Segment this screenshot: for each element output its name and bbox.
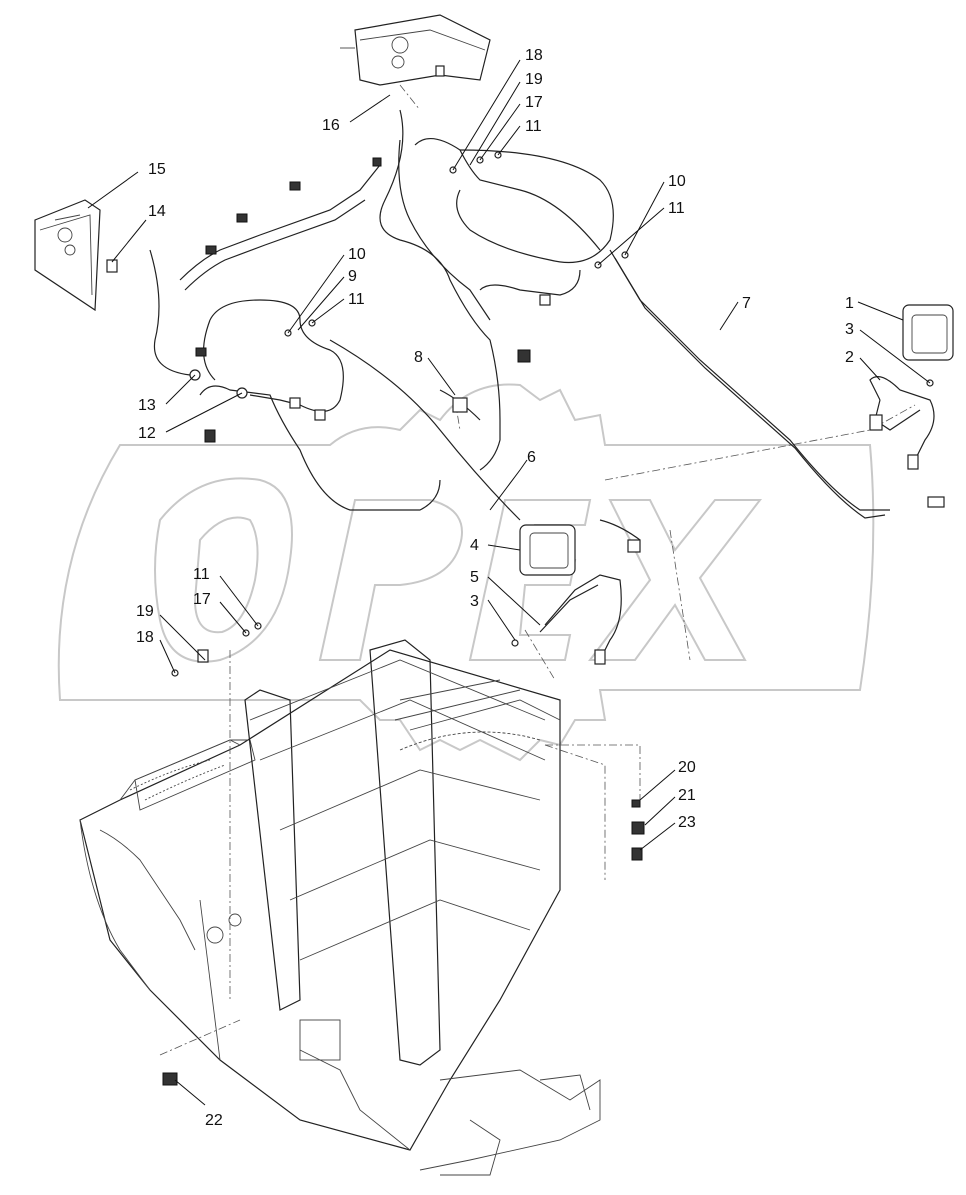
part-16-top-bracket xyxy=(340,14,491,86)
callout-10: 10 xyxy=(668,173,686,190)
callout-leaders xyxy=(87,59,931,1106)
part-15-left-bracket xyxy=(34,199,101,312)
callout-2: 2 xyxy=(845,349,854,366)
callout-3: 3 xyxy=(470,593,479,610)
opex-watermark xyxy=(57,383,875,762)
callout-16: 16 xyxy=(322,117,340,134)
callout-23: 23 xyxy=(678,814,696,831)
callout-18: 18 xyxy=(136,629,154,646)
callout-4: 4 xyxy=(470,537,479,554)
part-22-switch xyxy=(162,1072,178,1086)
part-8-relay xyxy=(452,397,468,413)
callout-labels: 1 3 2 4 5 3 6 7 8 9 10 11 10 11 12 13 14… xyxy=(136,47,854,1129)
part-1-work-light xyxy=(902,304,954,361)
callout-14: 14 xyxy=(148,203,166,220)
callout-11: 11 xyxy=(668,200,685,217)
part-20-switch xyxy=(631,799,641,808)
callout-19: 19 xyxy=(525,71,543,88)
callout-22: 22 xyxy=(205,1112,223,1129)
loader-machine-body xyxy=(79,639,601,1176)
callout-18: 18 xyxy=(525,47,543,64)
callout-5: 5 xyxy=(470,569,479,586)
alignment-lines xyxy=(159,84,916,1056)
part-12-13-ring-terminals xyxy=(189,369,248,399)
part-7-sensor xyxy=(927,496,945,508)
callout-9: 9 xyxy=(348,268,357,285)
small-hardware xyxy=(171,151,629,677)
part-21-switch xyxy=(631,821,645,835)
wiring-harness xyxy=(149,109,890,541)
callout-21: 21 xyxy=(678,787,696,804)
callout-20: 20 xyxy=(678,759,696,776)
part-14-clip xyxy=(106,259,118,273)
part-5-light-bracket xyxy=(511,574,622,665)
callout-6: 6 xyxy=(527,449,536,466)
callout-12: 12 xyxy=(138,425,156,442)
part-23-switch xyxy=(631,847,643,861)
callout-11: 11 xyxy=(525,118,542,135)
callout-7: 7 xyxy=(742,295,751,312)
part-2-light-bracket xyxy=(869,376,935,470)
callout-3: 3 xyxy=(845,321,854,338)
callout-17: 17 xyxy=(193,591,211,608)
callout-8: 8 xyxy=(414,349,423,366)
callout-13: 13 xyxy=(138,397,156,414)
callout-17: 17 xyxy=(525,94,543,111)
callout-19: 19 xyxy=(136,603,154,620)
callout-11: 11 xyxy=(348,291,365,308)
part-4-work-light xyxy=(519,524,641,576)
callout-1: 1 xyxy=(845,295,854,312)
callout-10: 10 xyxy=(348,246,366,263)
callout-11: 11 xyxy=(193,566,210,583)
callout-15: 15 xyxy=(148,161,166,178)
connectors xyxy=(195,157,551,443)
